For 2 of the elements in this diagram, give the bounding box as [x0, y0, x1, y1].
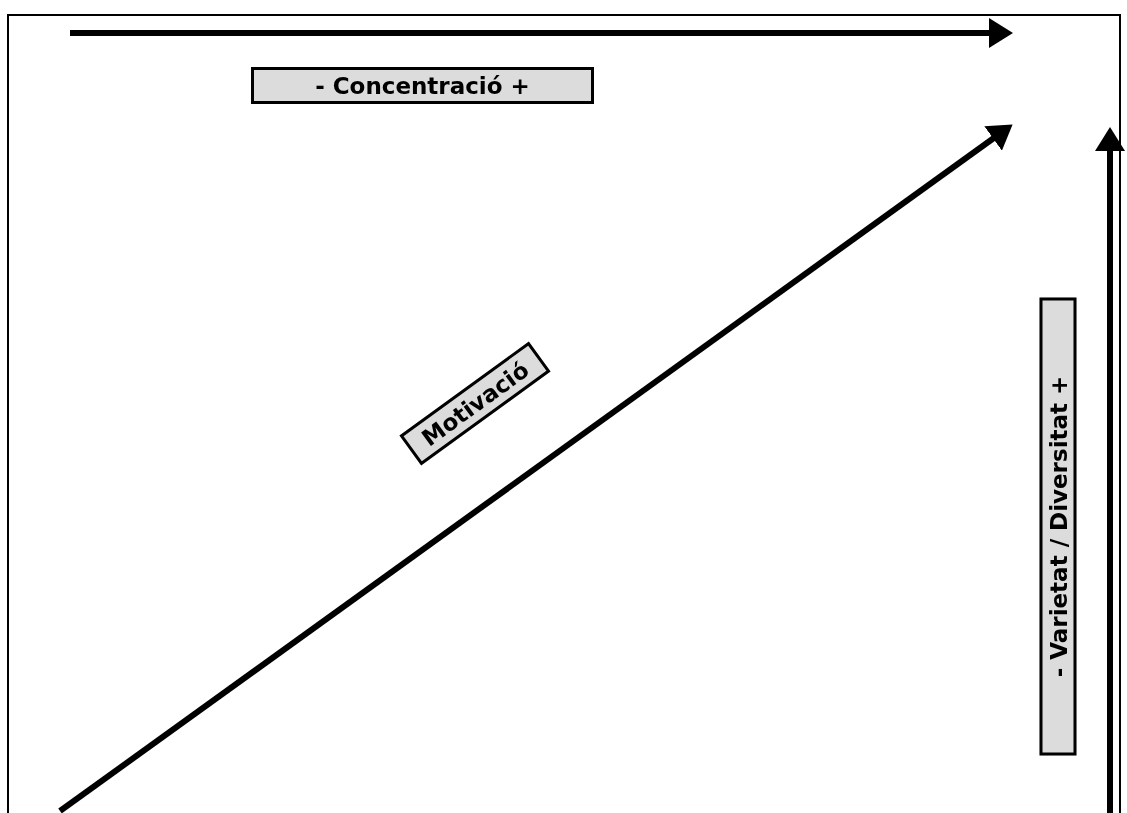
axis-label: - Varietat / Diversitat + — [1039, 297, 1077, 756]
axis-label: - Concentració + — [251, 67, 594, 104]
